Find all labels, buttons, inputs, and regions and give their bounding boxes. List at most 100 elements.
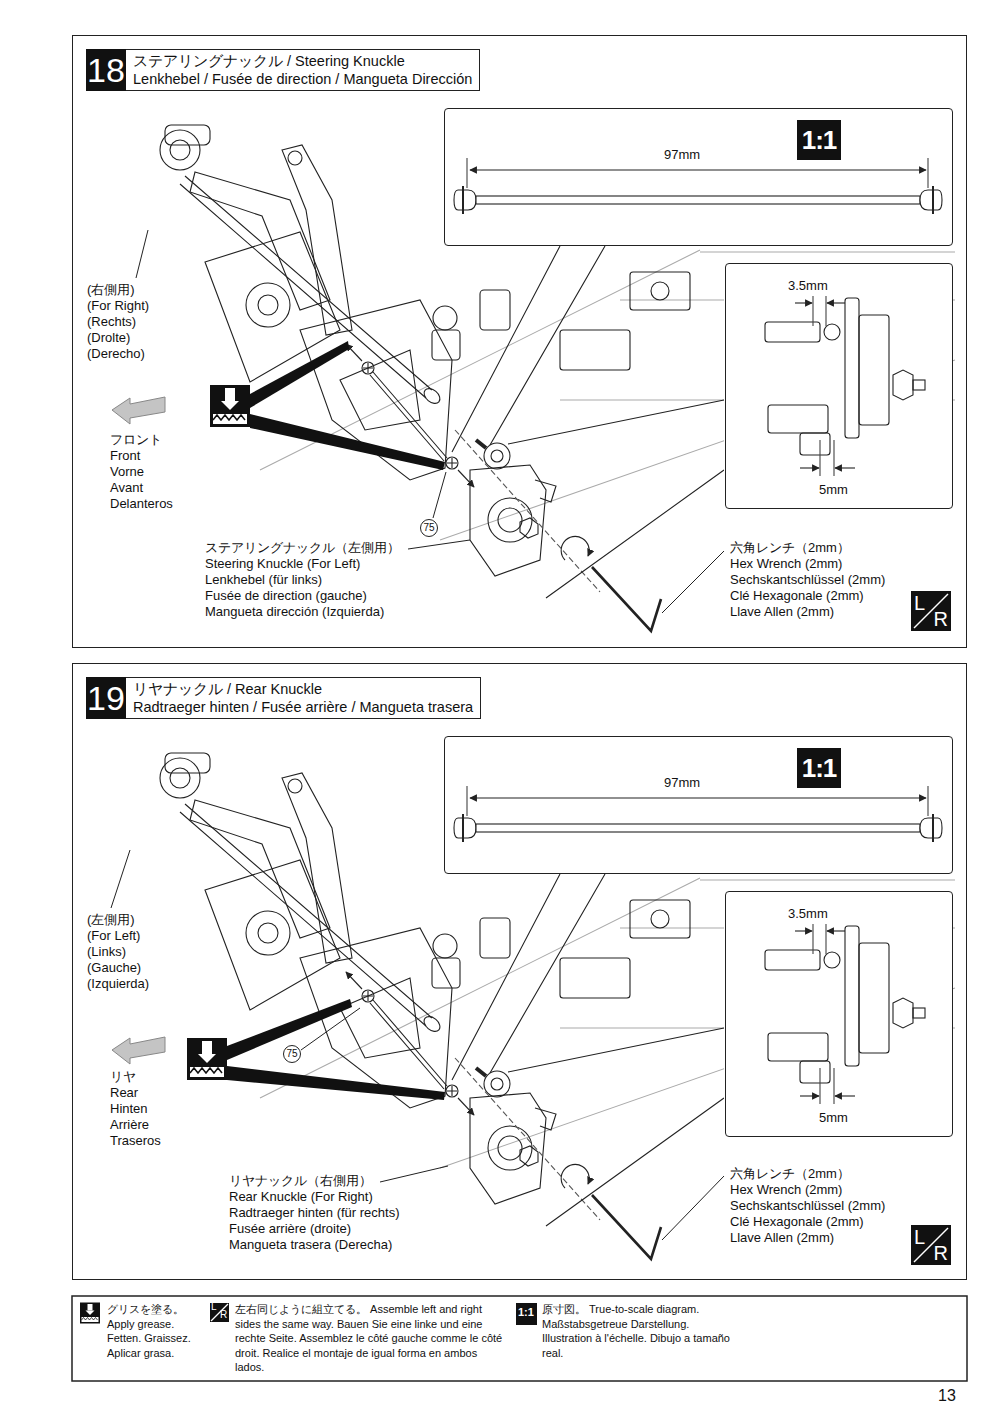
annotation-label: Traseros xyxy=(110,1133,161,1149)
annotation-label: Vorne xyxy=(110,464,144,480)
annotation-label: Hex Wrench (2mm) xyxy=(730,556,842,572)
illustration-part xyxy=(112,1037,165,1064)
step-number: 19 xyxy=(86,677,126,719)
title-box: ステアリングナックル / Steering KnuckleLenkhebel /… xyxy=(126,49,480,91)
lr-symbol: LR xyxy=(911,1225,951,1265)
scale-badge: 1:1 xyxy=(797,120,841,160)
annotation-label: Llave Allen (2mm) xyxy=(730,1230,834,1246)
illustration-part xyxy=(662,1176,724,1240)
callout-text: 75 xyxy=(286,1049,297,1059)
illustration-part xyxy=(80,1303,100,1324)
step-title: Lenkhebel / Fusée de direction / Manguet… xyxy=(133,70,472,88)
annotation-label: L xyxy=(211,1302,217,1312)
legend-text: 左右同じように組立てる。 Assemble left and right sid… xyxy=(235,1302,505,1375)
annotation-label: 13 xyxy=(938,1388,956,1404)
illustration-part xyxy=(72,1296,967,1381)
annotation-label: ステアリングナックル（左側用） xyxy=(205,540,400,556)
detail-inset: 3.5mm 5mm xyxy=(725,263,953,509)
illustration-part xyxy=(250,341,349,408)
lr-letter: L xyxy=(914,593,925,613)
annotation-label: Hinten xyxy=(110,1101,148,1117)
annotation-label: (For Left) xyxy=(87,928,140,944)
dimension-label: 3.5mm xyxy=(788,906,828,922)
scale-badge: 1:1 xyxy=(797,748,841,788)
dimension-label: 5mm xyxy=(819,482,848,498)
legend-text: 原寸図。 True-to-scale diagram. Maßstabsgetr… xyxy=(542,1302,732,1360)
annotation-label: (Izquierda) xyxy=(87,976,149,992)
annotation-label: (Drolte) xyxy=(87,330,130,346)
annotation-label: Clé Hexagonale (2mm) xyxy=(730,1214,864,1230)
badge-text: 1:1 xyxy=(802,755,837,781)
illustration-part xyxy=(160,107,955,631)
dimension-label: 5mm xyxy=(819,1110,848,1126)
annotation-label: R xyxy=(220,1310,227,1320)
scale-inset: 97mm 1:1 xyxy=(444,736,953,874)
lr-letter: R xyxy=(934,609,948,629)
illustration-part xyxy=(160,735,955,1259)
title-box: リヤナックル / Rear KnuckleRadtraeger hinten /… xyxy=(126,677,481,719)
callout-text: 75 xyxy=(423,523,434,533)
step-title: ステアリングナックル / Steering Knuckle xyxy=(133,52,472,70)
annotation-label: (Derecho) xyxy=(87,346,145,362)
badge-text: 18 xyxy=(87,53,125,87)
badge-text: 1:1 xyxy=(802,127,837,153)
illustration-part xyxy=(111,850,130,908)
illustration-part xyxy=(187,1038,227,1080)
annotation-label: Mangueta trasera (Derecha) xyxy=(229,1237,392,1253)
annotation-label: (Gauche) xyxy=(87,960,141,976)
annotation-label: Sechskantschlüssel (2mm) xyxy=(730,572,885,588)
callout-number: 75 xyxy=(420,519,438,537)
illustration-part xyxy=(516,1303,537,1325)
annotation-label: Fusée de direction (gauche) xyxy=(205,588,367,604)
detail-inset: 3.5mm 5mm xyxy=(725,891,953,1137)
illustration-part xyxy=(136,230,148,278)
dimension-label: 97mm xyxy=(664,775,700,791)
annotation-label: Clé Hexagonale (2mm) xyxy=(730,588,864,604)
annotation-label: (Rechts) xyxy=(87,314,136,330)
illustration-part xyxy=(210,385,250,427)
lr-diagonal-line xyxy=(914,594,948,628)
annotation-label: Sechskantschlüssel (2mm) xyxy=(730,1198,885,1214)
legend-text: グリスを塗る。 Apply grease. Fetten. Graissez. … xyxy=(107,1302,199,1360)
annotation-label: Lenkhebel (für links) xyxy=(205,572,322,588)
annotation-label: Rear Knuckle (For Right) xyxy=(229,1189,373,1205)
annotation-label: Radtraeger hinten (für rechts) xyxy=(229,1205,400,1221)
lr-diagonal-line xyxy=(914,1228,948,1262)
annotation-label: (Links) xyxy=(87,944,126,960)
illustration-part xyxy=(301,1008,360,1050)
annotation-label: Fusée arrière (droite) xyxy=(229,1221,351,1237)
scale-inset: 97mm 1:1 xyxy=(444,108,953,246)
annotation-label: 1:1 xyxy=(518,1307,534,1318)
illustration-part xyxy=(227,1066,445,1100)
illustration-part xyxy=(433,472,446,518)
step-title: リヤナックル / Rear Knuckle xyxy=(133,680,473,698)
annotation-label: Mangueta dirección (Izquierda) xyxy=(205,604,384,620)
illustration-part xyxy=(662,551,724,613)
step-number: 18 xyxy=(86,49,126,91)
illustration-part xyxy=(250,414,445,470)
annotation-label: リヤナックル（右側用） xyxy=(229,1173,372,1189)
annotation-label: Steering Knuckle (For Left) xyxy=(205,556,360,572)
annotation-label: Arrière xyxy=(110,1117,149,1133)
annotation-label: (右側用) xyxy=(87,282,135,298)
annotation-label: (左側用) xyxy=(87,912,135,928)
illustration-part xyxy=(210,1303,229,1322)
annotation-label: 六角レンチ（2mm） xyxy=(730,1166,850,1182)
illustration-part xyxy=(112,397,165,424)
dimension-label: 97mm xyxy=(664,147,700,163)
annotation-label: Delanteros xyxy=(110,496,173,512)
annotation-label: 六角レンチ（2mm） xyxy=(730,540,850,556)
annotation-label: Hex Wrench (2mm) xyxy=(730,1182,842,1198)
annotation-label: フロント xyxy=(110,432,162,448)
lr-letter: L xyxy=(914,1227,925,1247)
callout-number: 75 xyxy=(283,1045,301,1063)
annotation-label: (For Right) xyxy=(87,298,149,314)
annotation-label: Rear xyxy=(110,1085,138,1101)
dimension-label: 3.5mm xyxy=(788,278,828,294)
lr-symbol: LR xyxy=(911,591,951,631)
illustration-part xyxy=(408,540,470,549)
annotation-label: Avant xyxy=(110,480,143,496)
annotation-label: Front xyxy=(110,448,140,464)
annotation-label: Llave Allen (2mm) xyxy=(730,604,834,620)
